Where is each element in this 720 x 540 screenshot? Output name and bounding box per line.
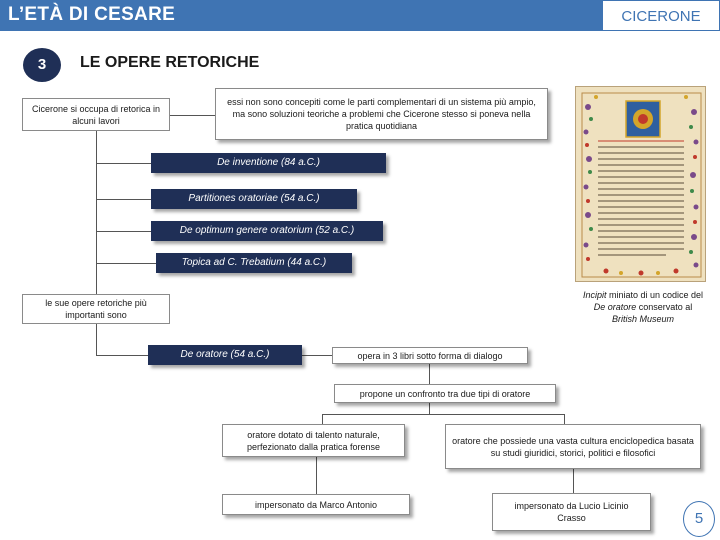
connector-branch-left <box>322 414 323 424</box>
crasso-box: impersonato da Lucio Licinio Crasso <box>492 493 651 531</box>
connector-comparison-branch <box>322 414 564 415</box>
work-de-inventione: De inventione (84 a.C.) <box>151 153 386 173</box>
image-caption: Incipit miniato di un codice del De orat… <box>580 289 706 325</box>
most-important-box: le sue opere retoriche più importanti so… <box>22 294 170 324</box>
connector-intro <box>170 115 215 116</box>
caption-text-a: miniato di un codice del <box>606 290 704 300</box>
de-oratore-box: De oratore (54 a.C.) <box>148 345 302 365</box>
manuscript-image <box>575 86 706 282</box>
work-topica: Topica ad C. Trebatium (44 a.C.) <box>156 253 352 273</box>
marco-antonio-box: impersonato da Marco Antonio <box>222 494 410 515</box>
connector-desc-comparison <box>429 364 430 384</box>
header-title: L’ETÀ DI CESARE <box>8 4 176 25</box>
orator-talent-box: oratore dotato di talento naturale, perf… <box>222 424 405 457</box>
intro-right-box: essi non sono concepiti come le parti co… <box>215 88 548 140</box>
connector-de-oratore-desc <box>302 355 332 356</box>
work-de-optimum-genere: De optimum genere oratorium (52 a.C.) <box>151 221 383 241</box>
caption-work-title: De oratore <box>593 302 637 312</box>
caption-incipit: Incipit <box>582 290 607 300</box>
connector-to-de-oratore-v <box>96 322 97 356</box>
connector-work-1 <box>96 163 151 164</box>
page-number: 5 <box>683 501 715 537</box>
connector-work-4 <box>96 263 156 264</box>
connector-work-3 <box>96 231 151 232</box>
connector-to-de-oratore-h <box>96 355 148 356</box>
manuscript-illumination <box>576 87 705 281</box>
work-partitiones-oratoriae: Partitiones oratoriae (54 a.C.) <box>151 189 357 209</box>
intro-left-box: Cicerone si occupa di retorica in alcuni… <box>22 98 170 131</box>
caption-text-b: conservato al <box>636 302 693 312</box>
connector-branch-right <box>564 414 565 424</box>
comparison-box: propone un confronto tra due tipi di ora… <box>334 384 556 403</box>
section-title: LE OPERE RETORICHE <box>80 54 260 71</box>
header-section-label: CICERONE <box>602 0 720 31</box>
connector-main-vertical <box>96 131 97 296</box>
connector-right-embodied <box>573 469 574 493</box>
header-bar: L’ETÀ DI CESARE <box>0 0 720 31</box>
de-oratore-description-box: opera in 3 libri sotto forma di dialogo <box>332 347 528 364</box>
connector-comparison-stem <box>429 403 430 415</box>
connector-left-embodied <box>316 457 317 494</box>
chapter-number-badge: 3 <box>23 48 61 82</box>
connector-work-2 <box>96 199 151 200</box>
caption-museum: British Museum <box>611 314 674 324</box>
orator-culture-box: oratore che possiede una vasta cultura e… <box>445 424 701 469</box>
